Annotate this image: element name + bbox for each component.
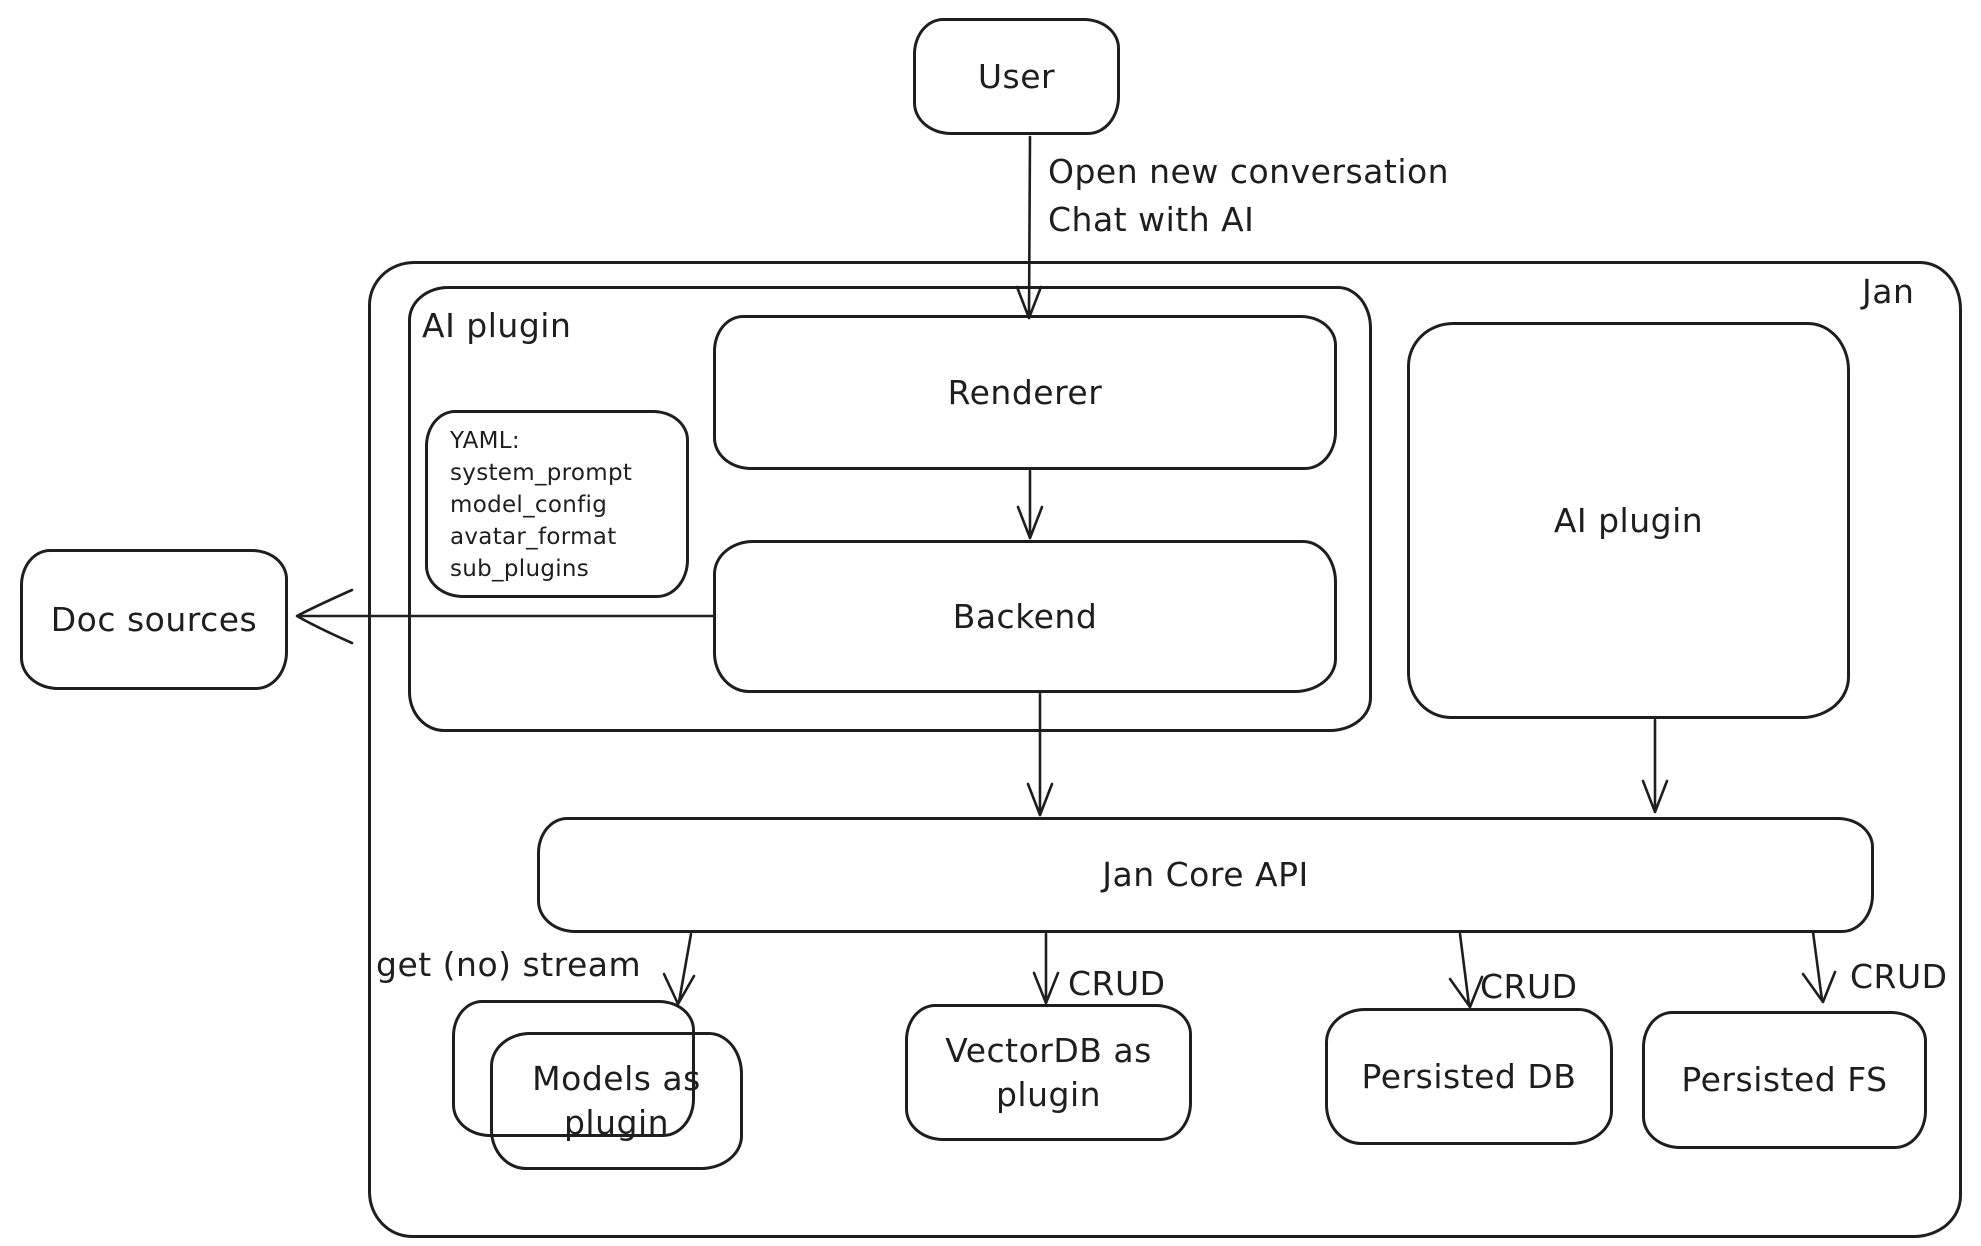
persisted-fs-label: Persisted FS — [1681, 1060, 1888, 1099]
ai-plugin-node-label: AI plugin — [1553, 500, 1704, 540]
backend-node: Backend — [713, 540, 1337, 693]
persisted-fs-node: Persisted FS — [1642, 1011, 1927, 1149]
crud-label-persisted-fs: CRUD — [1850, 957, 1948, 996]
get-no-stream-label: get (no) stream — [376, 945, 642, 984]
jan-container-box — [368, 261, 1962, 1238]
models-as-plugin-back-box — [452, 1000, 695, 1137]
yaml-note-title: YAML: — [450, 428, 520, 454]
yaml-note-line: model_config — [450, 492, 608, 518]
yaml-note-line: sub_plugins — [450, 556, 590, 582]
crud-label-persisted-db: CRUD — [1480, 967, 1578, 1006]
jan-label: Jan — [1862, 272, 1915, 311]
user-edge-label: Open new conversation Chat with AI — [1048, 148, 1449, 244]
models-as-plugin-node: Models as plugin — [490, 1032, 743, 1170]
crud-label-vectordb: CRUD — [1068, 964, 1166, 1003]
yaml-note-line: avatar_format — [450, 524, 617, 550]
persisted-db-label: Persisted DB — [1361, 1056, 1577, 1096]
backend-node-label: Backend — [952, 596, 1098, 636]
user-edge-label-line2: Chat with AI — [1048, 200, 1255, 239]
doc-sources-node-label: Doc sources — [50, 599, 258, 639]
renderer-node: Renderer — [713, 315, 1337, 470]
vectordb-as-plugin-label: VectorDB as plugin — [945, 1030, 1152, 1114]
user-node-label: User — [977, 56, 1056, 96]
ai-plugin-node: AI plugin — [1407, 322, 1850, 719]
ai-plugin-container-label: AI plugin — [422, 306, 572, 345]
persisted-db-node: Persisted DB — [1325, 1008, 1613, 1145]
jan-core-api-node: Jan Core API — [537, 817, 1874, 933]
doc-sources-node: Doc sources — [20, 549, 288, 690]
models-as-plugin-label: Models as plugin — [532, 1059, 701, 1142]
renderer-node-label: Renderer — [947, 372, 1103, 412]
jan-core-api-node-label: Jan Core API — [1102, 855, 1309, 894]
user-node: User — [913, 18, 1120, 135]
user-edge-label-line1: Open new conversation — [1048, 152, 1450, 191]
yaml-note: YAML: system_prompt model_config avatar_… — [425, 410, 689, 598]
yaml-note-line: system_prompt — [450, 460, 633, 486]
ai-plugin-container-box — [408, 286, 1372, 732]
vectordb-as-plugin-node: VectorDB as plugin — [905, 1004, 1192, 1141]
